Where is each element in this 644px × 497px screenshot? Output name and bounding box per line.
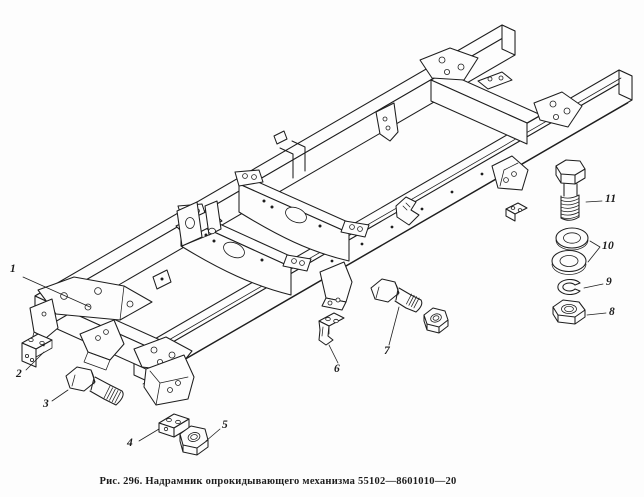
hardware-parts	[22, 160, 588, 455]
bolt-3	[66, 367, 123, 405]
bracket-6	[319, 313, 344, 345]
callout-4: 4	[127, 437, 134, 449]
callout-5: 5	[222, 419, 229, 431]
callout-7: 7	[384, 345, 391, 357]
frame-assembly	[30, 25, 632, 405]
reinforcement-arches	[178, 170, 369, 295]
rail-brackets	[30, 103, 528, 370]
callout-10: 10	[602, 240, 615, 252]
nut-8	[553, 300, 585, 324]
washers-10	[552, 228, 588, 275]
callout-1: 1	[10, 263, 17, 275]
callout-11: 11	[605, 193, 617, 205]
bracket-2	[22, 334, 52, 367]
callout-9: 9	[606, 276, 613, 288]
nut-7	[424, 308, 448, 333]
callout-8: 8	[609, 306, 616, 318]
nut-5	[180, 426, 208, 455]
corner-gussets	[38, 48, 582, 405]
far-crossmember	[431, 72, 541, 144]
leader-lines	[23, 201, 606, 441]
callout-2: 2	[16, 368, 23, 380]
bolt-11	[556, 160, 585, 220]
figure-caption: Рис. 296. Надрамник опрокидывающего меха…	[99, 476, 457, 487]
left-rail	[35, 25, 515, 326]
hinge-bracket	[176, 201, 222, 246]
callout-3: 3	[43, 398, 50, 410]
lock-washer-9	[558, 280, 580, 295]
bolt-7	[371, 279, 422, 312]
callout-6: 6	[334, 363, 341, 375]
